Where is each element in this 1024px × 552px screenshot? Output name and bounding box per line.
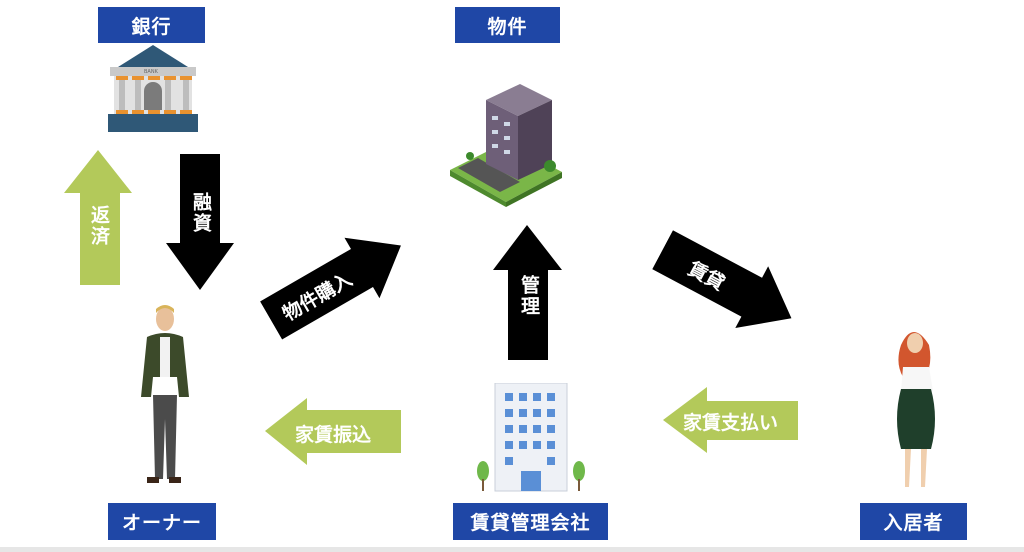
repayment-arrow-text: 返済	[88, 205, 110, 247]
management-company-label: 賃貸管理会社	[453, 503, 608, 540]
rent-payment-arrow-text: 家賃支払い	[683, 412, 779, 434]
apartment-building-icon	[450, 80, 562, 207]
office-building-icon	[475, 382, 587, 493]
rent-transfer-arrow-text: 家賃振込	[295, 424, 372, 446]
financing-arrow: 融資	[166, 154, 234, 290]
tenant-person-image	[883, 325, 947, 493]
management-arrow: 管理	[493, 225, 562, 360]
bottom-border	[0, 547, 1024, 552]
bank-label: 銀行	[98, 7, 205, 43]
rent-transfer-arrow: 家賃振込	[265, 398, 401, 465]
financing-arrow-text: 融資	[190, 192, 212, 234]
owner-person-image	[133, 305, 197, 489]
management-arrow-text: 管理	[518, 275, 540, 317]
rent-payment-arrow: 家賃支払い	[663, 387, 798, 453]
property-label: 物件	[455, 7, 560, 43]
bank-sign-text: BANK	[144, 69, 158, 75]
tenant-label: 入居者	[860, 503, 967, 540]
owner-label: オーナー	[108, 503, 216, 540]
lease-arrow: 賃貸	[646, 219, 808, 349]
bank-icon: BANK	[108, 45, 198, 132]
purchase-arrow: 物件購入	[254, 215, 419, 351]
repayment-arrow: 返済	[64, 150, 132, 285]
